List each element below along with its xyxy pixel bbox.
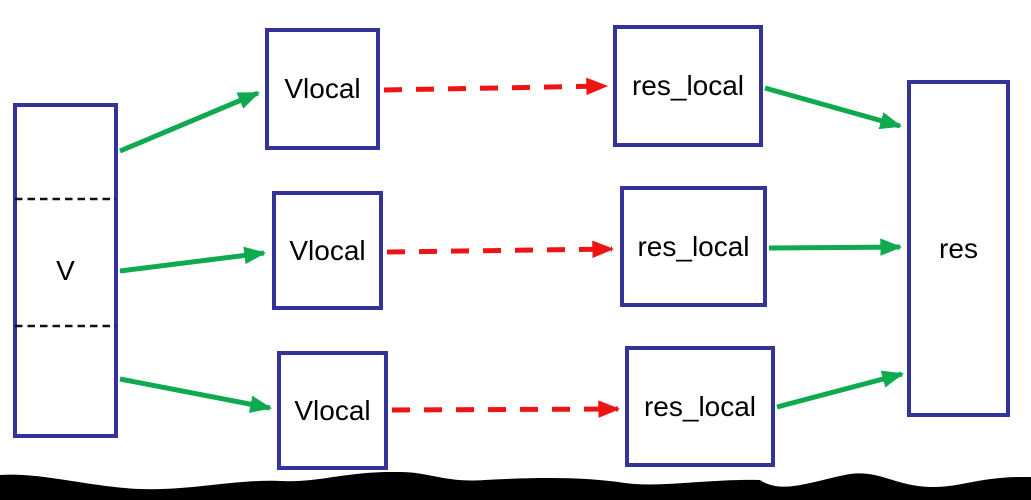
- node-v: V: [13, 103, 118, 438]
- edge-vlocal-to-reslocal-top: [383, 77, 609, 96]
- edge-v-to-vlocal-middle: [119, 246, 267, 274]
- edge-v-to-vlocal-bottom: [119, 376, 273, 413]
- node-res-local-top-label: res_local: [631, 70, 745, 101]
- edge-reslocal-to-res-top: [764, 85, 903, 130]
- edge-vlocal-to-reslocal-middle: [386, 240, 615, 259]
- node-vlocal-top-label: Vlocal: [284, 73, 361, 104]
- node-v-label: V: [56, 254, 75, 286]
- edge-vlocal-to-reslocal-bottom: [391, 400, 621, 418]
- node-vlocal-bottom: Vlocal: [277, 351, 388, 470]
- node-res-local-bottom: res_local: [625, 346, 775, 467]
- edge-v-to-vlocal-top: [119, 90, 261, 154]
- edge-reslocal-to-res-bottom: [776, 370, 905, 410]
- bottom-ragged-mask: [0, 471, 1031, 500]
- node-res-local-middle-label: res_local: [637, 230, 750, 262]
- node-vlocal-middle: Vlocal: [272, 191, 383, 310]
- node-res-label: res: [939, 232, 978, 264]
- node-res: res: [907, 80, 1010, 417]
- node-res-local-top: res_local: [613, 25, 763, 147]
- edge-reslocal-to-res-middle: [768, 238, 903, 256]
- node-vlocal-top: Vlocal: [265, 28, 380, 150]
- node-vlocal-middle-label: Vlocal: [289, 234, 366, 266]
- node-res-local-bottom-label: res_local: [643, 390, 757, 422]
- node-vlocal-bottom-label: Vlocal: [294, 394, 371, 426]
- node-res-local-middle: res_local: [620, 186, 767, 307]
